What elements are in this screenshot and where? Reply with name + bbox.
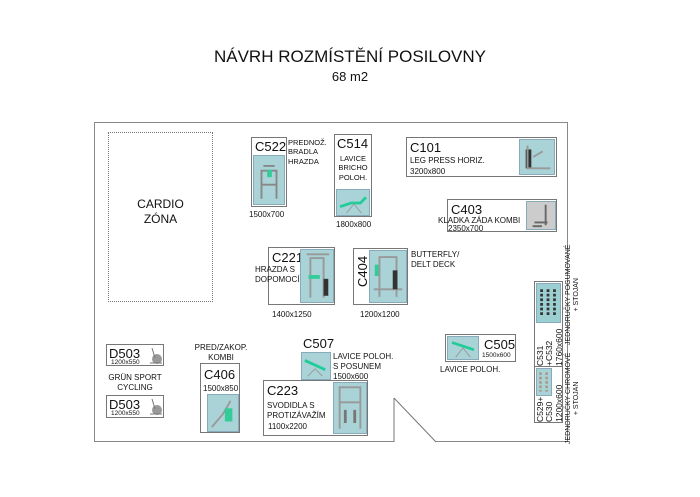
equipment-size: 1400x1250 (272, 310, 312, 319)
equipment-size: 1800x800 (336, 220, 372, 229)
dumbbells-rubber-label: JEDNORUČKY POGUMOVANÉ+ STOJAN (565, 244, 581, 345)
equipment-code: C514 (337, 136, 369, 151)
room-outline (94, 122, 568, 442)
equipment-desc: PRED/ZAKOP.KOMBI (194, 343, 248, 362)
machine-image (207, 394, 239, 432)
equipment-desc: BUTTERFLY/DELT DECK (411, 250, 460, 269)
equipment-c507[interactable] (301, 352, 331, 380)
equipment-c505[interactable]: C505 1500x600 (445, 334, 516, 362)
cardio-zone: CARDIO ZÓNA (108, 132, 213, 302)
machine-image (369, 250, 407, 303)
machine-image (536, 368, 552, 396)
equipment-code: C507 (303, 336, 335, 351)
machine-image (536, 283, 561, 323)
equipment-size: 1500x600 (482, 352, 511, 359)
equipment-size: 2350x700 (448, 224, 484, 233)
equipment-desc: LEG PRESS HORIZ. (410, 156, 485, 165)
plan-title: NÁVRH ROZMÍSTĚNÍ POSILOVNY (213, 47, 487, 66)
equipment-code: D503 (109, 346, 141, 361)
equipment-code: C223 (267, 383, 299, 398)
machine-image (333, 382, 367, 434)
equipment-desc: LAVICE POLOH. (440, 365, 501, 374)
equipment-size: 1500x700 (249, 210, 285, 219)
equipment-size: 1500x850 (203, 384, 239, 393)
machine-image (447, 336, 479, 360)
equipment-code: C522 (255, 139, 287, 154)
equipment-code: C505 (484, 337, 516, 352)
bike-icon (150, 398, 162, 415)
machine-image (526, 201, 556, 230)
equipment-code: C406 (204, 367, 236, 382)
equipment-code: C221 (272, 250, 304, 265)
equipment-c404[interactable]: C404 (353, 248, 408, 305)
machine-image (336, 189, 370, 216)
equipment-d503[interactable]: D503 1200x550 (106, 395, 164, 418)
equipment-c403[interactable]: C403 KLADKA ZÁDA KOMBI 2350x700 (438, 199, 557, 233)
equipment-code: C101 (410, 140, 442, 155)
equipment-size: 3200x800 (410, 167, 446, 176)
equipment-code: C404 (355, 255, 370, 287)
machine-image (519, 139, 555, 175)
equipment-size: 1100x2200 (268, 422, 307, 431)
equipment-c522[interactable]: C522 (251, 137, 287, 207)
equipment-d503[interactable]: D503 1200x550 (106, 344, 164, 366)
equipment-size: 1200x1200 (360, 310, 400, 319)
cardio-label: CARDIO (137, 197, 184, 211)
equipment-code: D503 (109, 397, 141, 412)
equipment-code: C403 (451, 202, 483, 217)
machine-image (300, 249, 334, 303)
equipment-c101[interactable]: C101 LEG PRESS HORIZ. 3200x800 (406, 137, 557, 177)
equipment-c406[interactable]: C406 1500x850 (200, 363, 240, 433)
equipment-desc: KLADKA ZÁDA KOMBI (438, 216, 521, 225)
equipment-size: 1200x550 (111, 359, 140, 366)
machine-image (253, 155, 285, 205)
equipment-size: 1200x550 (111, 410, 140, 417)
dumbbells-chrome-label: JEDNORUČKY CHROMOVÉ+ STOJAN (565, 352, 581, 444)
bike-icon (150, 347, 162, 364)
cardio-label: ZÓNA (143, 212, 178, 226)
plan-area: 68 m2 (331, 69, 369, 84)
